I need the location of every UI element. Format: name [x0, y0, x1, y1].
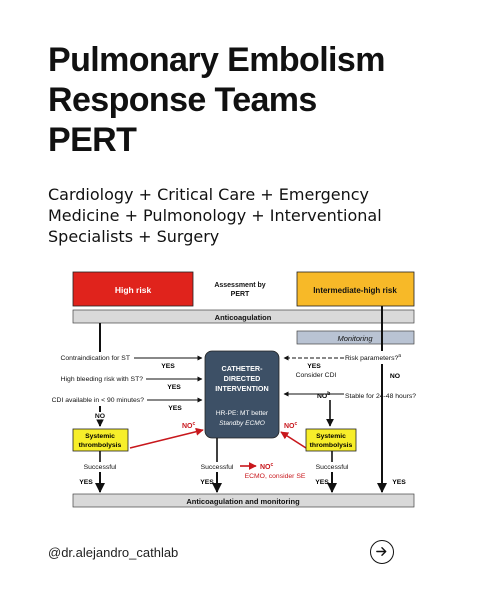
- successful-label: Successful: [84, 464, 117, 471]
- thrombolysis-label: Systemic: [316, 433, 346, 440]
- hrpe-label: HR-PE: MT better: [216, 410, 269, 417]
- yes-label: YES: [392, 479, 406, 486]
- catheter-directed-intervention-box: [204, 350, 280, 439]
- yes-label: YES: [161, 363, 175, 370]
- red-no-arrow: [129, 427, 204, 449]
- stable-question: Stable for 24-48 hours?: [345, 393, 416, 400]
- ecmo-consider-se-label: ECMO, consider SE: [245, 473, 306, 480]
- systemic-thrombolysis-box: [305, 428, 357, 452]
- subtitle-line: Specialists + Surgery: [48, 227, 220, 246]
- cdi-label: DIRECTED: [224, 374, 261, 383]
- no-label: NO: [95, 413, 105, 420]
- thrombolysis-label: thrombolysis: [310, 442, 353, 449]
- final-bar-label: Anticoagulation and monitoring: [186, 497, 300, 506]
- assessment-label: PERT: [231, 291, 250, 298]
- successful-label: Successful: [201, 464, 234, 471]
- title-line: Pulmonary Embolism: [48, 41, 385, 79]
- monitoring-label: Monitoring: [337, 334, 373, 343]
- yes-label: YES: [79, 479, 93, 486]
- standby-ecmo-label: Standby ECMO: [219, 420, 265, 427]
- bleeding-risk-question: High bleeding risk with ST?: [61, 376, 144, 383]
- title-line: Response Teams: [48, 81, 317, 119]
- subtitle-line: Cardiology + Critical Care + Emergency: [48, 185, 370, 204]
- title-line: PERT: [48, 121, 137, 159]
- cdi-label: INTERVENTION: [215, 384, 268, 393]
- yes-label: YES: [315, 479, 329, 486]
- subtitle: Cardiology + Critical Care + Emergency M…: [48, 184, 448, 247]
- risk-parameters-question: Risk parameters?a: [345, 353, 401, 362]
- cdi-available-question: CDI available in < 90 minutes?: [52, 397, 145, 404]
- yes-label: YES: [167, 384, 181, 391]
- no-c-label: NOc: [260, 462, 274, 471]
- pert-flowchart: High risk Assessment by PERT Intermediat…: [48, 268, 432, 510]
- anticoagulation-monitoring-bar: [72, 493, 415, 508]
- thrombolysis-label: Systemic: [85, 433, 115, 440]
- cdi-label: CATHETER-: [222, 364, 264, 373]
- red-no-arrow: [280, 431, 307, 449]
- no-b-label: NOb: [317, 391, 330, 400]
- intermediate-risk-label: Intermediate-high risk: [313, 286, 397, 295]
- thrombolysis-label: thrombolysis: [79, 442, 122, 449]
- monitoring-box: [296, 330, 415, 345]
- yes-label: YES: [200, 479, 214, 486]
- yes-label: YES: [307, 363, 321, 370]
- no-label: NO: [390, 373, 400, 380]
- assessment-label: Assessment by: [214, 282, 265, 289]
- contraindication-question: Contraindication for ST: [60, 355, 130, 362]
- no-c-label: NOc: [182, 421, 196, 430]
- high-risk-label: High risk: [115, 285, 152, 295]
- page-title: Pulmonary Embolism Response Teams PERT: [48, 40, 448, 160]
- high-risk-box: [72, 271, 194, 307]
- next-button[interactable]: [370, 540, 394, 564]
- arrow-right-icon: [376, 547, 387, 556]
- no-c-label: NOc: [284, 421, 298, 430]
- author-handle: @dr.alejandro_cathlab: [48, 545, 179, 560]
- anticoagulation-label: Anticoagulation: [215, 313, 272, 322]
- successful-label: Successful: [316, 464, 349, 471]
- yes-label: YES: [168, 405, 182, 412]
- consider-cdi-label: Consider CDI: [296, 372, 337, 379]
- intermediate-risk-box: [296, 271, 415, 307]
- subtitle-line: Medicine + Pulmonology + Interventional: [48, 206, 382, 225]
- anticoagulation-bar: [72, 309, 415, 324]
